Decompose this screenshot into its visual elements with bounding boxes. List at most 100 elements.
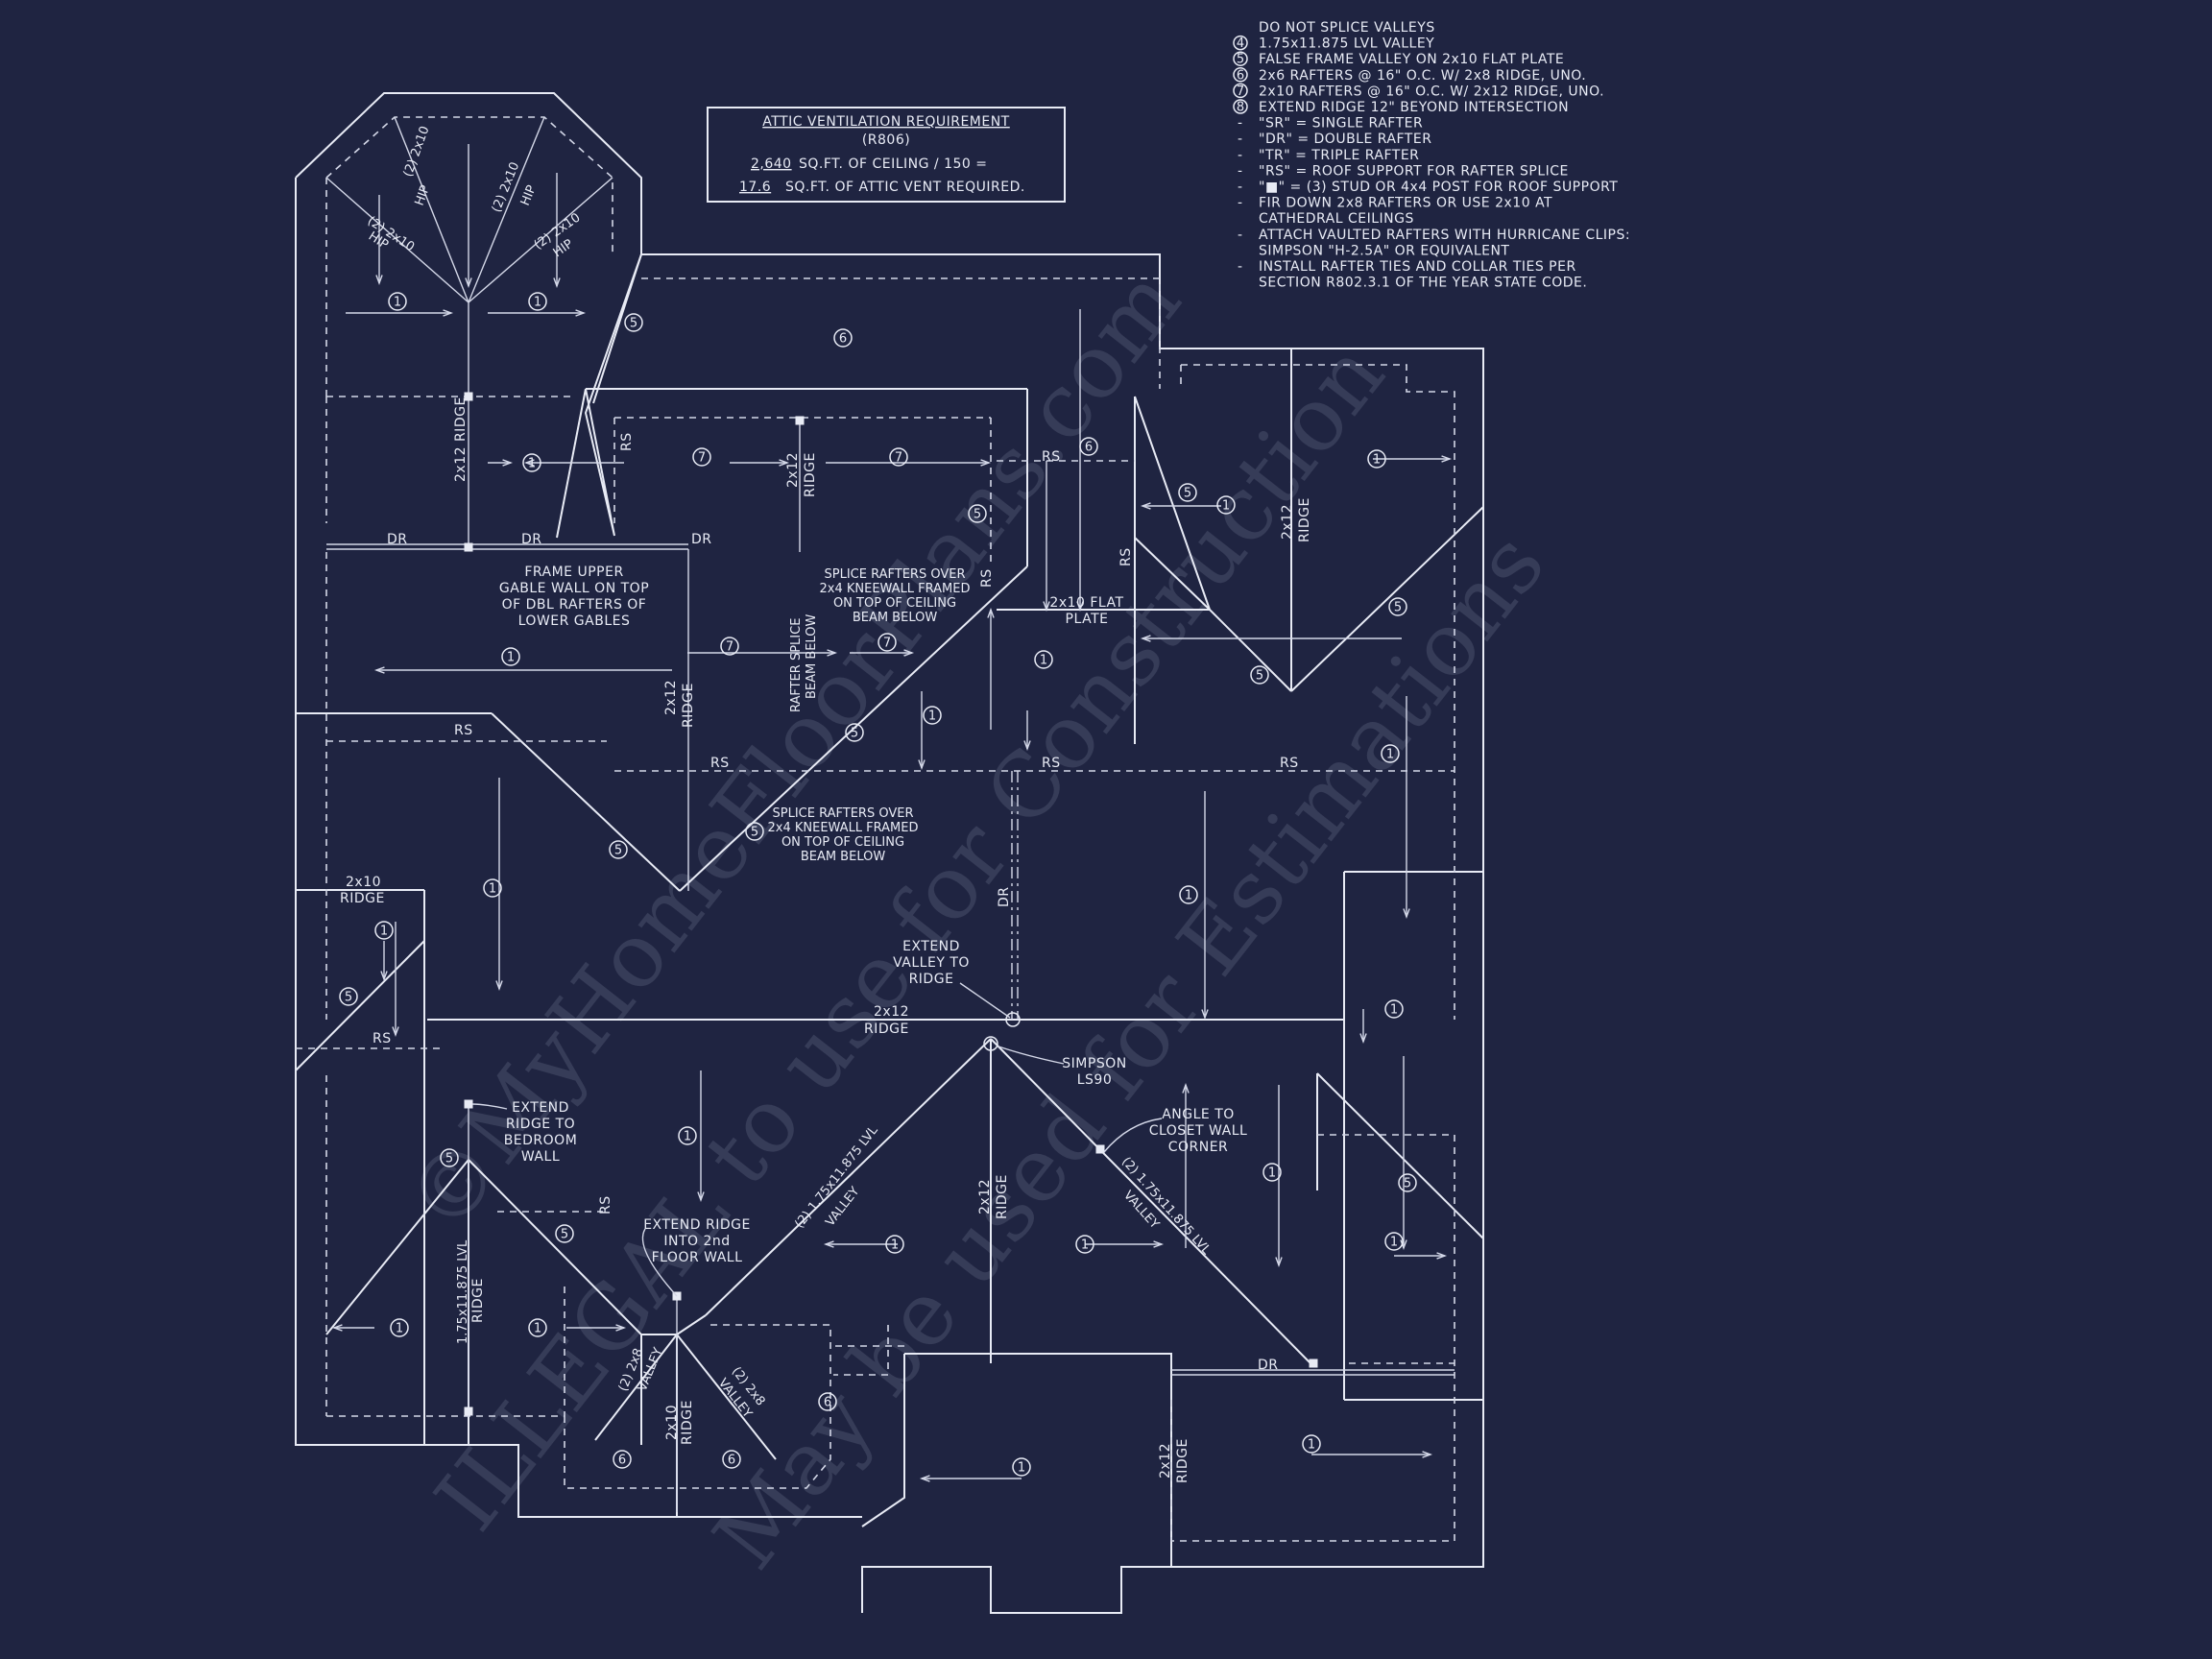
arrow-head — [1403, 908, 1410, 920]
rs-label: RS — [619, 432, 635, 451]
arrow-head — [1441, 455, 1453, 463]
arrow-head — [553, 277, 561, 289]
note-marker-circle — [1233, 51, 1248, 66]
note-line: ATTACH VAULTED RAFTERS WITH HURRICANE CL… — [1259, 228, 1630, 243]
valley-intersection-marker — [1005, 1012, 1021, 1027]
svg-text:SIMPSON: SIMPSON — [1062, 1056, 1126, 1071]
vent-code: (R806) — [862, 132, 910, 148]
svg-text:ON TOP OF CEILING: ON TOP OF CEILING — [781, 835, 904, 850]
rafter-tag-circle — [528, 292, 547, 311]
rs-label: RS — [373, 1031, 392, 1046]
dr-label: DR — [691, 532, 712, 547]
svg-text:OF DBL RAFTERS OF: OF DBL RAFTERS OF — [502, 597, 647, 613]
rafter-tag-circle — [1178, 483, 1197, 502]
callout-extend-2nd-floor: EXTEND RIDGE INTO 2nd FLOOR WALL — [641, 1217, 750, 1297]
rafter-tag-circle — [609, 840, 628, 859]
svg-text:SPLICE RAFTERS OVER: SPLICE RAFTERS OVER — [825, 567, 966, 582]
arrow-head — [373, 666, 385, 674]
ridge-label-2x12: 2x12 RIDGE — [453, 397, 469, 482]
rafter-tag-circle — [745, 822, 764, 841]
arrow-head — [1400, 1239, 1407, 1251]
simpson-connector-marker — [983, 1036, 998, 1051]
rafter-tag-circle — [613, 1450, 632, 1469]
rafter-tag: 7 — [698, 451, 706, 466]
note-line: EXTEND RIDGE 12" BEYOND INTERSECTION — [1259, 100, 1569, 115]
arrow-head — [919, 1475, 930, 1482]
arrow-head — [1140, 502, 1151, 510]
svg-text:WALL: WALL — [521, 1149, 560, 1165]
note-line: "DR" = DOUBLE RAFTER — [1259, 132, 1431, 147]
note-line: INSTALL RAFTER TIES AND COLLAR TIES PER — [1259, 259, 1576, 275]
rs-label: RS — [1118, 547, 1134, 566]
rafter-tag-circle — [440, 1148, 459, 1167]
svg-text:ANGLE TO: ANGLE TO — [1162, 1107, 1235, 1122]
rs-label: RS — [598, 1195, 613, 1214]
rafter-tag: 5 — [445, 1152, 453, 1166]
rafter-tag: 5 — [345, 991, 352, 1005]
rafter-tag: 1 — [1185, 889, 1192, 903]
svg-text:LS90: LS90 — [1077, 1072, 1113, 1088]
note-line: FALSE FRAME VALLEY ON 2x10 FLAT PLATE — [1259, 52, 1564, 67]
ridge-label-2x10: 2x10 — [664, 1405, 680, 1440]
dr-label: DR — [997, 886, 1012, 907]
rafter-tag: 1 — [1081, 1238, 1089, 1253]
rafter-tag-circle — [722, 1450, 741, 1469]
note-line: FIR DOWN 2x8 RAFTERS OR USE 2x10 AT — [1259, 196, 1552, 211]
watermark: ©MyHomeFloorPlans.com ILLEGAL to use for… — [387, 251, 1565, 1588]
rafter-tag-circle — [1262, 1163, 1282, 1182]
double-rafter-lines — [326, 543, 1455, 1376]
rafter-tag: 1 — [534, 296, 541, 310]
ridge-label: RIDGE — [995, 1174, 1010, 1219]
ridge-label-2x12: 2x12 — [663, 680, 679, 715]
arrow-head — [1076, 601, 1084, 613]
ridge-label: RIDGE — [340, 891, 385, 906]
rafter-tag-circle — [845, 723, 864, 742]
rafter-tag-circle — [1381, 744, 1400, 763]
rafter-tag-circle — [1179, 885, 1198, 904]
svg-text:2x10 FLAT: 2x10 FLAT — [1049, 595, 1123, 611]
arrow-head — [918, 759, 926, 771]
rafter-tag-circle — [522, 453, 541, 472]
rafter-tag: 1 — [1222, 499, 1230, 514]
note-marker: 8 — [1237, 101, 1244, 115]
dr-label: DR — [387, 532, 408, 547]
vent-ceiling-text: SQ.FT. OF CEILING / 150 = — [799, 156, 988, 172]
note-line: 1.75x11.875 LVL VALLEY — [1259, 36, 1434, 52]
svg-text:GABLE WALL ON TOP: GABLE WALL ON TOP — [499, 581, 649, 596]
arrow-head — [1359, 1033, 1367, 1045]
rs-label: RS — [979, 568, 995, 588]
ridge-lines — [468, 397, 801, 1512]
svg-text:BEAM BELOW: BEAM BELOW — [853, 611, 938, 625]
note-marker-circle — [1233, 99, 1248, 114]
rafter-tag-circle — [555, 1224, 574, 1243]
hip-label: HIP — [413, 183, 433, 207]
rs-label: RS — [1280, 756, 1299, 771]
svg-text:LOWER GABLES: LOWER GABLES — [518, 613, 631, 629]
svg-text:RIDGE: RIDGE — [909, 972, 954, 987]
svg-text:2x4 KNEEWALL FRAMED: 2x4 KNEEWALL FRAMED — [819, 582, 970, 596]
roof-outline — [295, 92, 1484, 1614]
rafter-tag-circle — [878, 633, 897, 652]
arrow-head — [1043, 601, 1050, 613]
rs-label: RS — [1042, 756, 1061, 771]
rafter-tag: 1 — [1373, 453, 1381, 468]
svg-text:EXTEND: EXTEND — [512, 1100, 569, 1116]
rafter-tag-circle — [1079, 437, 1098, 456]
rafter-tag: 6 — [1085, 441, 1093, 455]
rafter-tag: 1 — [394, 296, 401, 310]
hip-label: HIP — [518, 183, 540, 208]
attic-ventilation-box: ATTIC VENTILATION REQUIREMENT (R806) 2,6… — [707, 107, 1066, 203]
rafter-tag: 1 — [1386, 748, 1394, 762]
rafter-tag: 1 — [1390, 1236, 1398, 1250]
rafter-tag-circle — [968, 504, 987, 523]
callout-lvl-ridge: 1.75x11.875 LVL RIDGE — [456, 1239, 486, 1344]
callout-2x8-valley-right: (2) 2x8 VALLEY — [715, 1364, 768, 1421]
rafter-tag: 1 — [684, 1130, 691, 1144]
callout-frame-upper: FRAME UPPER GABLE WALL ON TOP OF DBL RAF… — [499, 565, 649, 629]
rafter-tag: 5 — [630, 317, 637, 331]
ridge-label-2x12: 2x12 — [874, 1004, 909, 1020]
rafter-tag-circle — [388, 292, 407, 311]
svg-text:BEAM BELOW: BEAM BELOW — [805, 613, 819, 699]
arrow-head — [823, 1240, 834, 1248]
